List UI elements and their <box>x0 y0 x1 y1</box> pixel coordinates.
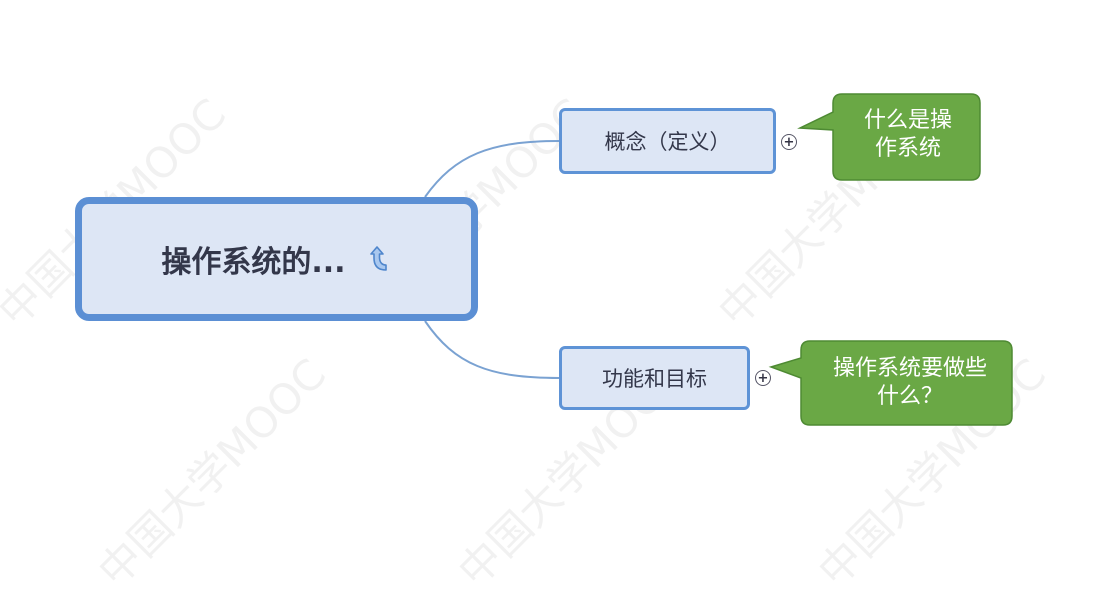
return-arrow-icon[interactable] <box>362 244 392 274</box>
root-topic-label: 操作系统的... <box>161 245 346 280</box>
expand-topic-concept-button[interactable]: + <box>781 134 797 150</box>
root-topic[interactable]: 操作系统的... <box>75 197 478 321</box>
callout-bubble-concept <box>797 93 981 181</box>
connector-root-to-functions <box>424 320 560 379</box>
callout-line: 作系统 <box>874 136 941 161</box>
callout-line: 什么是操 <box>863 108 952 133</box>
callout-line: 什么？ <box>876 384 943 409</box>
callout-functions: 操作系统要做些 什么？ <box>808 355 1012 411</box>
topic-concept[interactable]: 概念（定义） <box>559 108 776 174</box>
callout-line: 操作系统要做些 <box>832 356 987 381</box>
plus-icon: + <box>783 134 795 150</box>
callout-concept: 什么是操 作系统 <box>836 107 980 163</box>
topic-functions-goals[interactable]: 功能和目标 <box>559 346 750 410</box>
plus-icon: + <box>757 370 769 386</box>
connector-root-to-concept <box>424 140 560 198</box>
callout-bubble-functions <box>768 340 1013 426</box>
topic-functions-goals-label: 功能和目标 <box>602 367 707 391</box>
mind-map-canvas <box>424 93 1013 426</box>
topic-concept-label: 概念（定义） <box>604 130 731 154</box>
expand-topic-functions-button[interactable]: + <box>755 370 771 386</box>
